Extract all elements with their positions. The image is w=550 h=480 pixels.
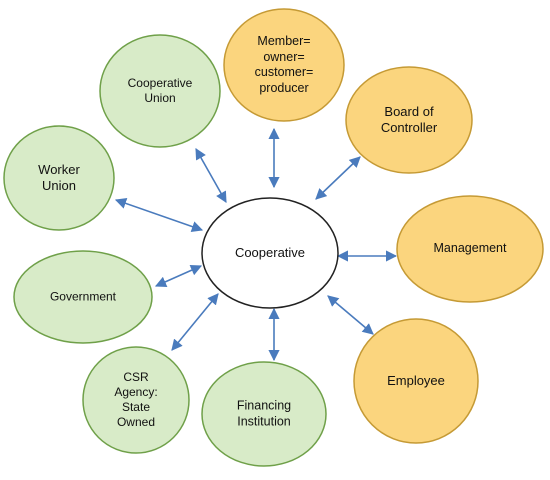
- bubble-center: [201, 197, 339, 309]
- label-csr: CSR Agency: State Owned: [114, 370, 158, 429]
- bubbles: [3, 8, 544, 467]
- bubble-csr: [82, 346, 190, 454]
- bubble-management: [396, 195, 544, 303]
- bubble-member: [223, 8, 345, 122]
- label-employee: Employee: [387, 372, 445, 388]
- label-management: Management: [433, 241, 507, 256]
- label-board: Board of Controller: [380, 103, 438, 135]
- bubble-financing: [201, 361, 327, 467]
- bubble-government: [13, 250, 153, 344]
- bubble-coop-union: [99, 34, 221, 148]
- arrow-government: [154, 264, 203, 288]
- connectors: [114, 127, 398, 362]
- label-financing: Financing Institution: [236, 398, 292, 428]
- bubble-board: [345, 66, 473, 174]
- arrow-coop-union: [195, 148, 227, 203]
- arrow-csr: [171, 293, 219, 351]
- arrow-employee: [327, 295, 374, 335]
- label-government: Government: [49, 289, 117, 304]
- label-worker: Worker Union: [38, 161, 80, 193]
- arrow-board: [315, 156, 361, 200]
- arrow-worker: [114, 198, 204, 232]
- label-center: Cooperative: [234, 244, 306, 260]
- bubble-worker: [3, 125, 115, 231]
- bubble-employee: [353, 318, 479, 444]
- label-coop-union: Cooperative Union: [127, 76, 193, 105]
- label-member: Member= owner= customer= producer: [254, 33, 314, 95]
